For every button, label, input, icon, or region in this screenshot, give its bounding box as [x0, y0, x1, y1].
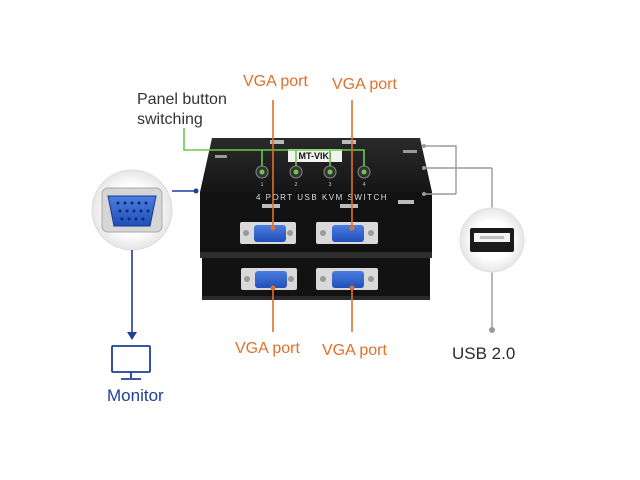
vga-port-upper-left	[240, 222, 296, 244]
monitor-connector	[131, 190, 196, 334]
usb-label: USB 2.0	[452, 344, 516, 363]
vga-label-top-left: VGA port	[243, 73, 308, 90]
button-number-2: 2	[295, 182, 298, 188]
panel-button-label-line2: switching	[137, 111, 203, 128]
model-text: 4 PORT USB KVM SWITCH	[256, 193, 388, 202]
panel-button-connectors	[183, 128, 365, 166]
kvm-switch-device: MT-VIKI 1 2 3	[200, 138, 432, 300]
panel-button-4[interactable]: 4	[357, 165, 371, 188]
vga-label-connectors	[272, 100, 353, 332]
vga-port-lower-right	[316, 268, 378, 290]
vga-connector-icon	[91, 169, 173, 251]
button-number-1: 1	[261, 182, 264, 188]
vga-label-bottom-right: VGA port	[322, 342, 387, 359]
monitor-label: Monitor	[107, 386, 164, 405]
panel-buttons: 1 2 3 4	[255, 165, 371, 188]
panel-button-label-line1: Panel button	[137, 91, 227, 108]
usb-port-icon	[459, 207, 525, 273]
button-number-4: 4	[363, 182, 366, 188]
vga-label-bottom-left: VGA port	[235, 340, 300, 357]
usb-connectors	[424, 145, 493, 330]
button-number-3: 3	[329, 182, 332, 188]
vga-port-lower-left	[241, 268, 297, 290]
vga-label-top-right: VGA port	[332, 76, 397, 93]
vga-port-upper-right	[316, 222, 378, 244]
panel-button-2[interactable]: 2	[289, 165, 303, 188]
monitor-icon	[111, 345, 151, 380]
brand-text: MT-VIKI	[299, 151, 332, 161]
panel-button-label: Panel button switching	[137, 90, 227, 130]
brand-plate	[288, 149, 342, 162]
